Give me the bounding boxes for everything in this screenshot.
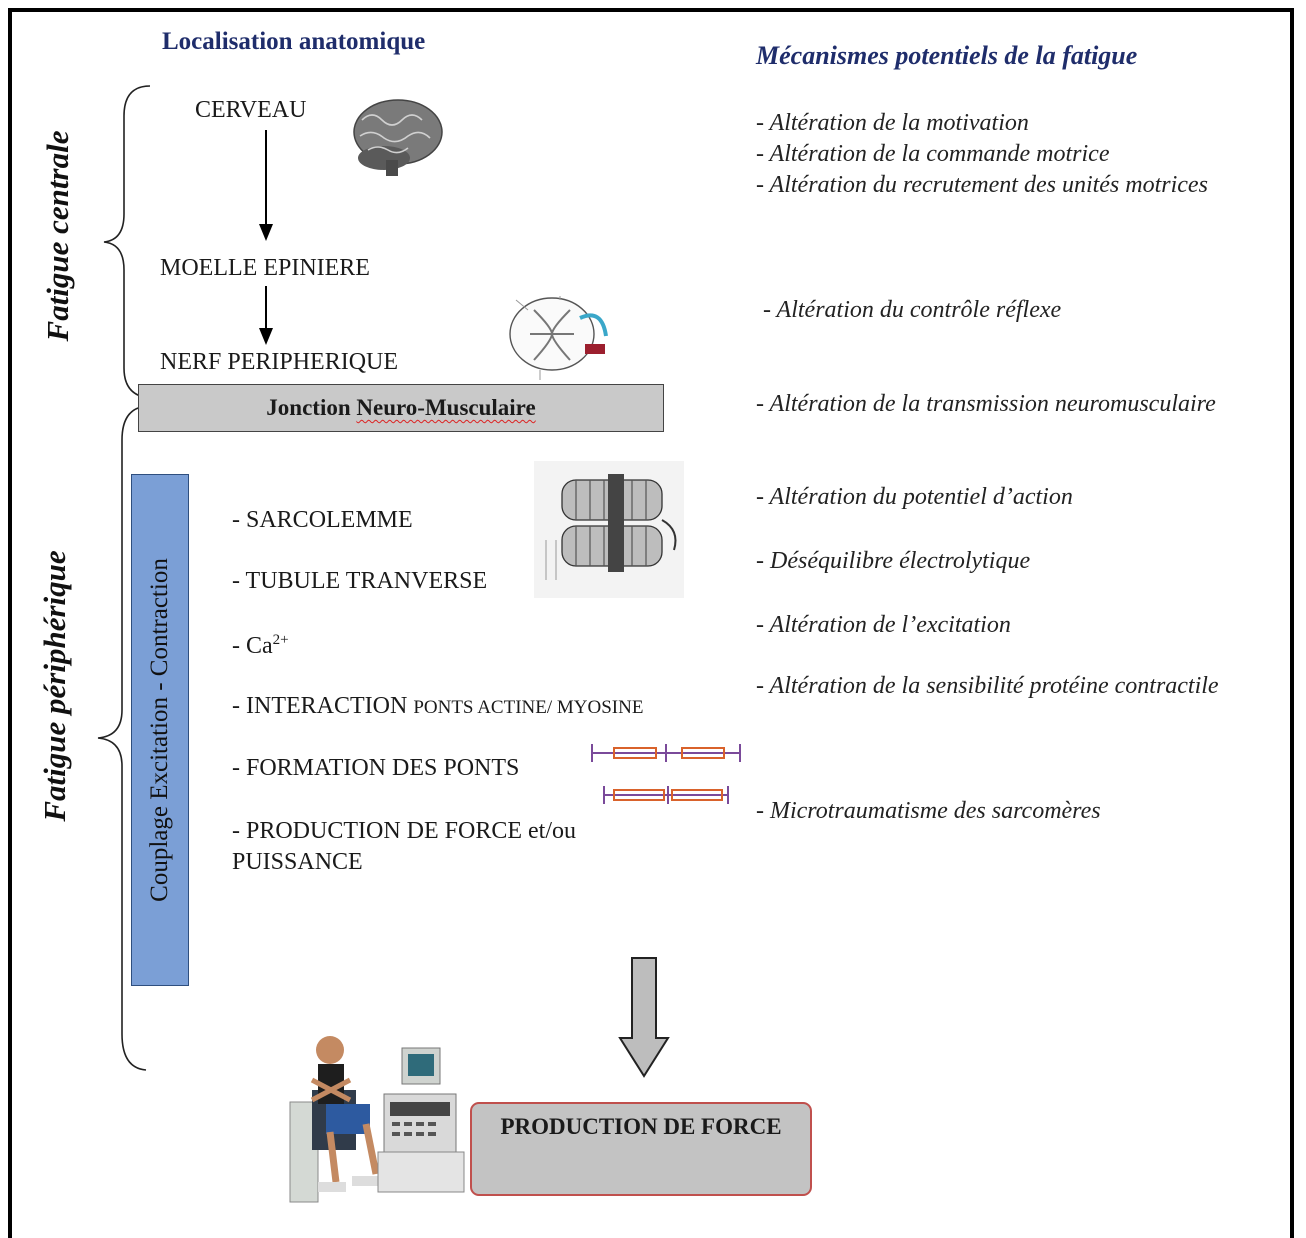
node-peripheral-nerve: NERF PERIPHERIQUE [160,349,399,375]
mechanism-motor-unit-recruitment: - Altération du recrutement des unités m… [756,172,1208,198]
mechanism-sarcomere-microtrauma: - Microtraumatisme des sarcomères [756,798,1101,824]
junction-label-b: Neuro-Musculaire [356,395,536,420]
mechanism-motor-command: - Altération de la commande motrice [756,141,1110,167]
step-force-production-line2: PUISSANCE [232,849,363,875]
mechanism-neuromuscular-transmission: - Altération de la transmission neuromus… [756,391,1216,417]
neuromuscular-junction-box: Jonction Neuro-Musculaire [138,384,664,432]
header-anatomical-location: Localisation anatomique [162,28,426,55]
sarcomere-top-illustration [591,744,741,762]
calcium-label: - Ca [232,633,273,659]
step-calcium: - Ca2+ [232,632,289,660]
junction-label-a: Jonction [266,395,351,420]
big-down-arrow [618,957,670,1078]
step-force-production-line1: - PRODUCTION DE FORCE et/ou [232,818,577,844]
mechanism-excitation: - Altération de l’excitation [756,612,1011,638]
coupling-label: Couplage Excitation - Contraction [146,558,173,902]
mechanism-reflex-control: - Altération du contrôle réflexe [763,297,1062,323]
arrow-spinal-cord-to-nerve [259,286,273,345]
step-transverse-tubule: - TUBULE TRANVERSE [232,568,488,594]
central-brace [103,85,151,399]
calcium-superscript: 2+ [272,632,289,648]
step-sarcolemma: - SARCOLEMME [232,507,413,533]
mechanism-electrolyte-imbalance: - Déséquilibre électrolytique [756,548,1031,574]
interaction-detail: PONTS ACTINE/ MYOSINE [413,697,644,718]
arrow-brain-to-spinal-cord [259,130,273,241]
peripheral-brace [97,405,151,1071]
step-interaction: - INTERACTION PONTS ACTINE/ MYOSINE [232,693,643,720]
mechanism-action-potential: - Altération du potentiel d’action [756,484,1073,510]
interaction-label: - INTERACTION [232,693,408,719]
athlete-dynamometer-illustration [289,1036,465,1203]
spinal-cord-illustration [509,296,608,380]
force-production-box: PRODUCTION DE FORCE [470,1102,812,1196]
mechanism-motivation: - Altération de la motivation [756,110,1029,136]
brain-illustration [353,99,443,176]
node-spinal-cord: MOELLE EPINIERE [160,255,370,281]
header-fatigue-mechanisms: Mécanismes potentiels de la fatigue [756,41,1138,70]
step-bridge-formation: - FORMATION DES PONTS [232,755,520,781]
node-brain: CERVEAU [195,97,307,123]
force-production-label: PRODUCTION DE FORCE [500,1114,782,1139]
muscle-fiber-illustration [534,461,684,598]
mechanism-contractile-sensitivity: - Altération de la sensibilité protéine … [756,673,1219,699]
sarcomere-bottom-illustration [603,786,729,804]
diagram-frame [8,8,1294,1238]
excitation-contraction-coupling-bar: Couplage Excitation - Contraction [131,474,189,986]
